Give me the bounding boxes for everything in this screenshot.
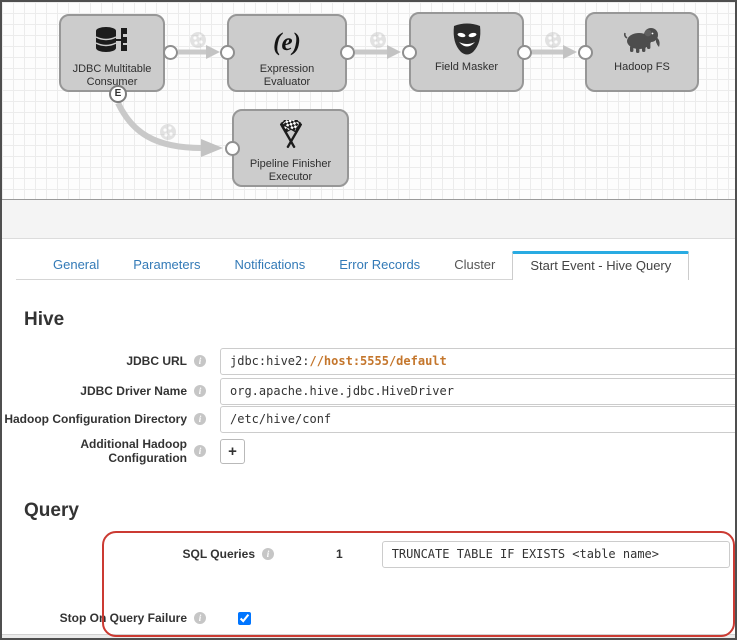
tab-bar-filler	[689, 251, 735, 280]
hadoop-config-dir-input[interactable]	[220, 405, 735, 433]
pipeline-connectors	[115, 32, 577, 157]
input-port[interactable]	[225, 141, 240, 156]
stage-jdbc-multitable-consumer[interactable]: JDBC Multitable Consumer	[59, 14, 165, 92]
output-port[interactable]	[340, 45, 355, 60]
expression-icon: (e)	[273, 28, 301, 56]
pipeline-canvas[interactable]: JDBC Multitable Consumer (e) Expression …	[2, 2, 735, 200]
hadoop-config-dir-row: Hadoop Configuration Directory i	[2, 405, 735, 433]
stage-label: Hadoop FS	[614, 61, 670, 73]
stage-label-line2: Evaluator	[263, 76, 311, 88]
record-stream-icon	[160, 32, 561, 140]
add-config-button[interactable]: +	[220, 438, 245, 464]
jdbc-driver-input[interactable]	[220, 377, 735, 405]
query-section-heading: Query	[24, 500, 79, 521]
stage-label: Expression	[259, 63, 315, 75]
sql-queries-row: SQL Queries i 1	[2, 540, 735, 568]
tab-parameters[interactable]: Parameters	[116, 251, 218, 280]
bottom-strip	[2, 634, 735, 638]
stage-label: JDBC Multitable	[72, 63, 152, 75]
stop-on-query-failure-checkbox[interactable]	[238, 611, 251, 625]
elephant-icon	[621, 19, 663, 61]
sql-query-index: 1	[336, 547, 343, 561]
jdbc-url-value-prefix: jdbc:hive2:	[230, 354, 310, 368]
info-icon[interactable]: i	[262, 548, 274, 560]
tab-bar-spacer	[16, 251, 36, 280]
output-port[interactable]	[163, 45, 178, 60]
config-tab-bar: General Parameters Notifications Error R…	[16, 251, 735, 280]
input-port[interactable]	[578, 45, 593, 60]
stage-field-masker[interactable]: Field Masker	[409, 12, 524, 92]
stop-on-query-failure-row: Stop On Query Failure i	[2, 607, 735, 629]
tab-cluster[interactable]: Cluster	[437, 251, 513, 280]
additional-hadoop-config-row: Additional Hadoop Configuration i +	[2, 437, 735, 465]
hive-section-heading: Hive	[24, 309, 65, 330]
stage-label: Field Masker	[435, 61, 498, 73]
info-icon[interactable]: i	[194, 445, 206, 457]
jdbc-driver-label: JDBC Driver Name	[80, 384, 187, 398]
checkered-flags-icon	[269, 116, 313, 158]
tab-general[interactable]: General	[36, 251, 117, 280]
jdbc-url-input[interactable]: jdbc:hive2://host:5555/default	[220, 347, 735, 375]
output-port[interactable]	[517, 45, 532, 60]
event-output-badge[interactable]: E	[109, 85, 127, 103]
info-icon[interactable]: i	[194, 612, 206, 624]
input-port[interactable]	[402, 45, 417, 60]
input-port[interactable]	[220, 45, 235, 60]
database-multitable-icon	[92, 21, 132, 63]
sql-query-input[interactable]	[381, 540, 730, 568]
stage-label-line2: Consumer	[86, 76, 138, 88]
stage-expression-evaluator[interactable]: (e) Expression Evaluator	[227, 14, 347, 92]
tab-error-records[interactable]: Error Records	[322, 251, 438, 280]
jdbc-driver-row: JDBC Driver Name i	[2, 377, 735, 405]
additional-hadoop-config-label: Additional Hadoop Configuration	[80, 437, 187, 465]
canvas-footer-band	[2, 200, 735, 239]
info-icon[interactable]: i	[194, 355, 206, 367]
tab-start-event-hive-query[interactable]: Start Event - Hive Query	[512, 251, 690, 280]
info-icon[interactable]: i	[194, 413, 206, 425]
tab-notifications[interactable]: Notifications	[217, 251, 323, 280]
info-icon[interactable]: i	[194, 385, 206, 397]
hadoop-config-dir-label: Hadoop Configuration Directory	[4, 412, 187, 426]
stage-pipeline-finisher-executor[interactable]: Pipeline Finisher Executor	[232, 109, 349, 187]
jdbc-url-value-highlight: //host:5555/default	[309, 354, 447, 368]
stage-label: Pipeline Finisher	[249, 158, 332, 170]
stage-label-line2: Executor	[268, 171, 313, 183]
stop-on-query-failure-label: Stop On Query Failure	[59, 611, 187, 625]
jdbc-url-label: JDBC URL	[126, 354, 187, 368]
jdbc-url-row: JDBC URL i jdbc:hive2://host:5555/defaul…	[2, 347, 735, 375]
sql-queries-label: SQL Queries	[182, 547, 255, 561]
mask-icon	[449, 19, 485, 61]
stage-hadoop-fs[interactable]: Hadoop FS	[585, 12, 699, 92]
